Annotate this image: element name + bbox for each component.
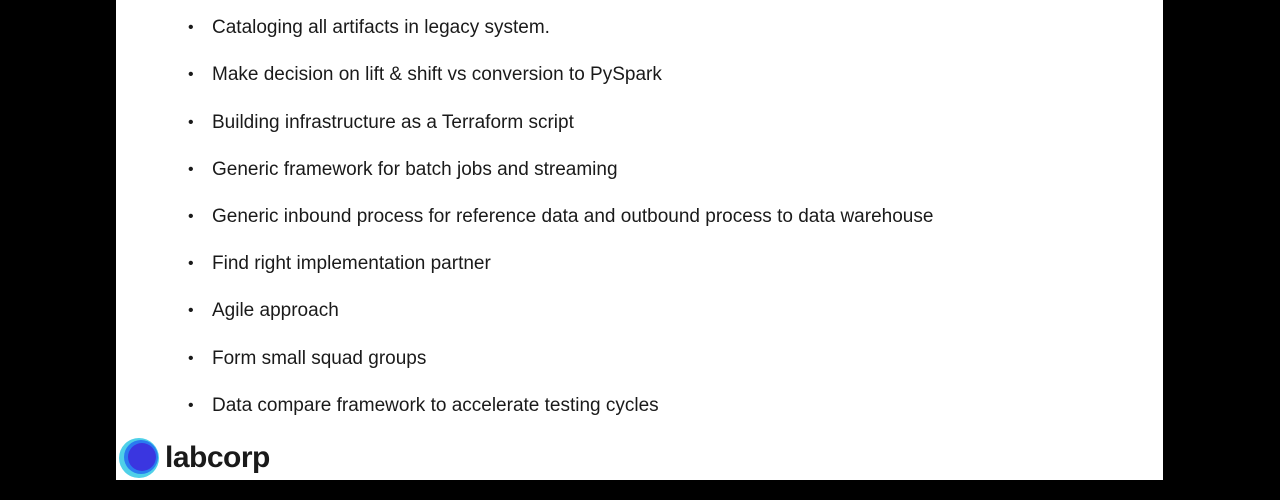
bullet-icon: • <box>188 19 194 36</box>
bullet-icon: • <box>188 161 194 178</box>
bullet-text: Generic inbound process for reference da… <box>212 206 934 227</box>
bullet-icon: • <box>188 255 194 272</box>
bullet-text: Agile approach <box>212 300 339 321</box>
bullet-text: Cataloging all artifacts in legacy syste… <box>212 17 550 38</box>
labcorp-logo: labcorp <box>119 438 270 478</box>
bullet-text: Data compare framework to accelerate tes… <box>212 395 659 416</box>
bullet-icon: • <box>188 350 194 367</box>
slide: • Cataloging all artifacts in legacy syst… <box>116 0 1163 480</box>
bullet-icon: • <box>188 397 194 414</box>
bullet-text: Generic framework for batch jobs and str… <box>212 159 618 180</box>
logo-wordmark: labcorp <box>165 441 270 474</box>
bullet-icon: • <box>188 66 194 83</box>
bullet-text: Form small squad groups <box>212 348 427 369</box>
logo-mark-icon <box>119 438 159 478</box>
bullet-text: Building infrastructure as a Terraform s… <box>212 112 574 133</box>
bullet-text: Find right implementation partner <box>212 253 491 274</box>
bullet-icon: • <box>188 302 194 319</box>
bullet-icon: • <box>188 114 194 131</box>
bullet-icon: • <box>188 208 194 225</box>
bullet-text: Make decision on lift & shift vs convers… <box>212 64 662 85</box>
